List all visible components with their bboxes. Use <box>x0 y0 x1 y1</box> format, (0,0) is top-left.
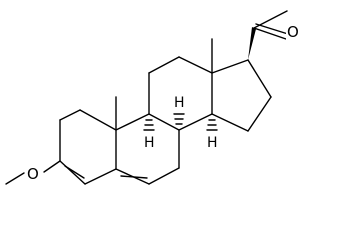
bond-c6-c7 <box>148 167 180 185</box>
h-c14-label: H <box>207 135 218 151</box>
bond-c13-c17 <box>211 59 249 74</box>
bond-c20-carbonyl-double <box>255 23 289 35</box>
bond-c4-c5 <box>84 168 117 185</box>
hash-bond-c8-h <box>173 113 185 125</box>
bond-c5-c6-double <box>120 175 148 179</box>
ether-oxygen-label: O <box>27 165 39 183</box>
bond-c17-c16 <box>247 59 272 98</box>
hash-bond-c9-h <box>143 119 155 131</box>
bond-c12-c13 <box>178 56 213 74</box>
molecule-diagram: O O H H H <box>5 10 299 185</box>
bond-c3-c4 <box>59 160 86 185</box>
bond-c9-c10 <box>115 113 150 131</box>
hash-bond-c14-h <box>206 119 218 131</box>
wedge-bond-c17-c20 <box>248 27 256 60</box>
h-c9-label: H <box>144 135 155 151</box>
bond-c20-carbonyl <box>253 27 287 40</box>
bond-c11-c12 <box>148 56 180 74</box>
bond-c14-c8 <box>178 113 213 131</box>
bond-c3-o <box>43 160 61 173</box>
bond-c10-c1 <box>79 109 117 131</box>
bond-c8-c9 <box>148 113 180 131</box>
bond-c15-c14 <box>211 113 249 132</box>
h-c8-label: H <box>174 95 185 111</box>
carbonyl-oxygen-label: O <box>287 23 299 41</box>
bond-o-methyl <box>5 172 25 185</box>
bond-c4-c3-double <box>64 165 85 179</box>
bond-c1-c2 <box>59 109 81 121</box>
bond-c16-c15 <box>247 96 272 132</box>
